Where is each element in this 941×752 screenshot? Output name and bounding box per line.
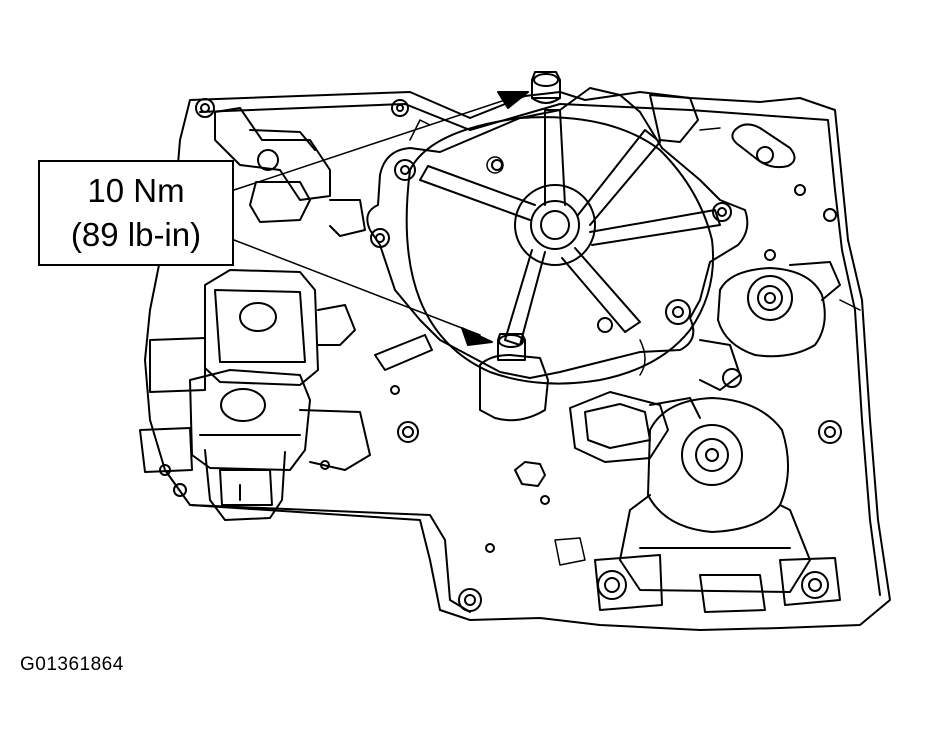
solenoid-lower-right bbox=[594, 397, 841, 613]
servo-cover bbox=[366, 87, 749, 385]
torque-value-nm: 10 Nm bbox=[87, 172, 185, 209]
figure-id: G01361864 bbox=[20, 654, 124, 675]
arrow-head-top bbox=[497, 91, 529, 109]
connector-right bbox=[569, 391, 701, 463]
bottom-bolt bbox=[479, 333, 549, 422]
solenoid-upper-right bbox=[699, 261, 841, 391]
valve-body-plate bbox=[144, 91, 891, 631]
arrow-head-bottom bbox=[461, 327, 493, 346]
mounting-holes bbox=[159, 98, 842, 612]
top-right-slots bbox=[649, 94, 796, 169]
torque-value-lbin: (89 lb-in) bbox=[70, 216, 202, 253]
upper-left-bracket bbox=[214, 107, 366, 237]
hex-plug bbox=[514, 461, 546, 487]
plate-inner-edge bbox=[199, 103, 881, 596]
solenoid-upper-left bbox=[149, 269, 356, 393]
plate-lower-edge bbox=[189, 504, 471, 613]
torque-callout: 10 Nm (89 lb-in) bbox=[38, 160, 234, 266]
surface-details bbox=[409, 119, 861, 566]
top-bolt bbox=[531, 71, 561, 104]
solenoid-lower-left bbox=[139, 334, 433, 521]
